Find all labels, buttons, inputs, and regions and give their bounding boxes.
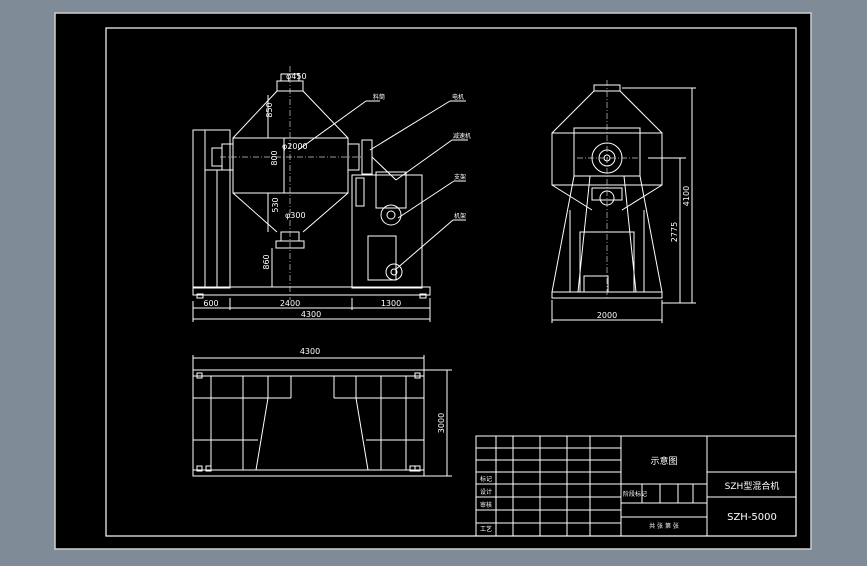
product-name: SZH型混合机 bbox=[725, 480, 780, 492]
dim-w4300: 4300 bbox=[301, 310, 321, 319]
dim-w600: 600 bbox=[203, 299, 218, 308]
dim-d450: φ450 bbox=[286, 72, 307, 81]
callout-1: 料筒 bbox=[373, 93, 385, 101]
tb-bottom-label: 共 张 第 张 bbox=[649, 522, 679, 530]
model-number: SZH-5000 bbox=[727, 512, 777, 523]
dim-h800: 800 bbox=[270, 150, 279, 165]
tb-mid-label: 阶段标记 bbox=[623, 490, 647, 498]
callout-3: 减速机 bbox=[453, 132, 471, 140]
tb-row-4: 工艺 bbox=[480, 525, 492, 533]
drawing-frame bbox=[105, 27, 797, 537]
dim-w2000: 2000 bbox=[597, 311, 617, 320]
plan-view bbox=[192, 355, 452, 477]
dim-h530: 530 bbox=[271, 197, 280, 212]
dim-h860: 860 bbox=[262, 254, 271, 269]
callout-4: 支架 bbox=[454, 173, 466, 181]
drawing-sheet bbox=[54, 12, 812, 550]
dim-d2000: φ2000 bbox=[282, 142, 308, 151]
drawing-title: 示意图 bbox=[650, 455, 677, 467]
callout-5: 机架 bbox=[454, 212, 466, 220]
dim-w1300: 1300 bbox=[381, 299, 401, 308]
center-lines bbox=[220, 66, 640, 300]
tb-row-3: 审核 bbox=[480, 501, 492, 509]
plan-dim-w4300: 4300 bbox=[300, 347, 320, 356]
dim-h2775: 2775 bbox=[670, 222, 679, 242]
dim-h850: 850 bbox=[265, 102, 274, 117]
tb-row-2: 设计 bbox=[480, 488, 492, 496]
dim-w2400: 2400 bbox=[280, 299, 300, 308]
dim-d300: φ300 bbox=[285, 211, 306, 220]
dim-h4100: 4100 bbox=[682, 186, 691, 206]
callout-2: 电机 bbox=[452, 93, 464, 101]
plan-dim-h3000: 3000 bbox=[437, 413, 446, 433]
tb-row-1: 标记 bbox=[480, 475, 492, 483]
title-block bbox=[475, 435, 797, 537]
front-view-dimensions bbox=[192, 95, 431, 322]
